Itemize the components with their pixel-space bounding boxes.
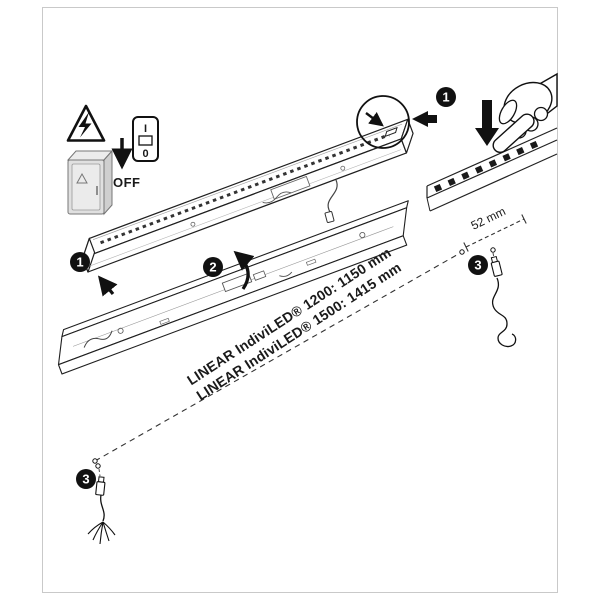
thumb <box>498 99 518 125</box>
svg-text:2: 2 <box>209 260 216 275</box>
svg-text:3: 3 <box>82 472 89 487</box>
svg-text:3: 3 <box>474 258 481 273</box>
hand-press-icon <box>492 72 558 154</box>
power-off-label: OFF <box>113 175 141 190</box>
page-border <box>42 7 558 593</box>
mains-wire-squiggle <box>83 330 113 348</box>
switch-rocker <box>138 135 153 146</box>
step2-rotate-arrow <box>233 250 255 290</box>
svg-text:1: 1 <box>442 90 449 105</box>
mains-cable-icon <box>87 463 116 545</box>
suspension-cable-icon <box>490 247 517 348</box>
fuse-box-icon <box>66 149 114 216</box>
switch-on-label: I <box>144 123 147 135</box>
switch-off-label: 0 <box>142 148 148 160</box>
step-1-callout-top-right: 1 <box>436 87 456 107</box>
magnifier-arrow <box>365 112 384 127</box>
luminaire-end-terminals <box>426 127 558 212</box>
led-strip <box>100 133 390 245</box>
terminal-block <box>221 272 253 293</box>
step-3-callout-bottom-left: 3 <box>76 469 96 489</box>
led-gear-tray <box>82 118 414 273</box>
high-voltage-warning-icon <box>66 104 106 142</box>
through-wiring-cable <box>324 179 338 224</box>
step1-insert-arrow <box>97 275 118 297</box>
latch-slot <box>384 126 398 138</box>
cable-hook <box>497 333 517 348</box>
length-dimension-line <box>92 249 465 464</box>
press-down-arrow <box>475 100 499 146</box>
detail-magnifier-circle <box>356 95 410 149</box>
svg-text:1: 1 <box>76 255 83 270</box>
step-3-callout-right: 3 <box>468 255 488 275</box>
power-switch-icon: I 0 <box>132 116 159 162</box>
index-finger <box>492 113 535 154</box>
wire-plug <box>324 210 335 224</box>
detail-pointer-arrow <box>412 111 437 127</box>
step-1-callout-left: 1 <box>70 252 90 272</box>
step-2-callout: 2 <box>203 257 223 277</box>
